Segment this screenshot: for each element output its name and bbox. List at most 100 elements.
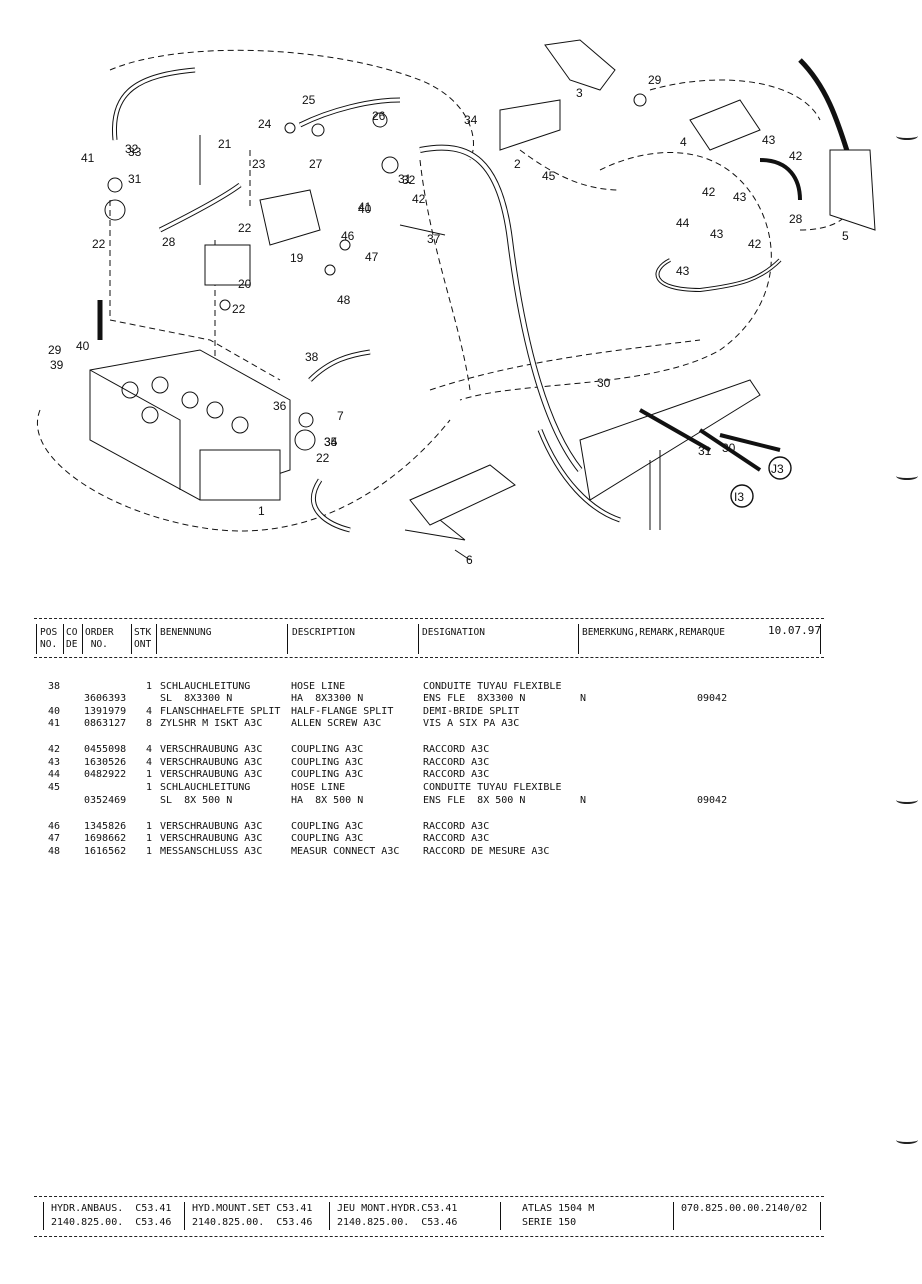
part-description: COUPLING A3C xyxy=(291,833,364,844)
part-description: COUPLING A3C xyxy=(291,744,364,755)
part-order-number: 0455098 xyxy=(84,744,127,755)
part-quantity: 4 xyxy=(146,706,153,717)
part-remark-flag: N xyxy=(580,795,587,806)
header-date: 10.07.97 xyxy=(768,624,821,637)
callout-39: 39 xyxy=(50,358,64,372)
part-designation: DEMI-BRIDE SPLIT xyxy=(423,706,520,717)
callout-46: 46 xyxy=(341,229,355,243)
part-benennung: SL 8X3300 N xyxy=(160,693,233,704)
part-order-number: 1345826 xyxy=(84,821,127,832)
header-top-rule xyxy=(34,618,824,619)
part-description: MEASUR CONNECT A3C xyxy=(291,846,400,857)
callout-31: 31 xyxy=(698,444,712,458)
footer-french-number: 2140.825.00. C53.46 xyxy=(337,1217,458,1228)
part-order-number: 0482922 xyxy=(84,769,127,780)
part-description: COUPLING A3C xyxy=(291,757,364,768)
callout-32: 32 xyxy=(402,173,416,187)
header-designation: DESIGNATION xyxy=(422,627,485,638)
part-quantity: 1 xyxy=(146,681,153,692)
header-divider xyxy=(418,624,419,654)
connector-label: I3 xyxy=(734,490,744,504)
part-description: HALF-FLANGE SPLIT xyxy=(291,706,394,717)
part-benennung: SCHLAUCHLEITUNG xyxy=(160,782,251,793)
callout-41: 41 xyxy=(358,200,372,214)
callout-43: 43 xyxy=(710,227,724,241)
callout-30: 30 xyxy=(722,441,736,455)
part-quantity: 1 xyxy=(146,782,153,793)
callout-19: 19 xyxy=(290,251,304,265)
part-designation: CONDUITE TUYAU FLEXIBLE xyxy=(423,681,562,692)
part-designation: ENS FLE 8X3300 N xyxy=(423,693,526,704)
header-benennung: BENENNUNG xyxy=(160,627,212,638)
part-benennung: ZYLSHR M ISKT A3C xyxy=(160,718,263,729)
part-designation: RACCORD A3C xyxy=(423,769,490,780)
part-remark-flag: N xyxy=(580,693,587,704)
callout-20: 20 xyxy=(238,277,252,291)
part-benennung: FLANSCHHAELFTE SPLIT xyxy=(160,706,281,717)
callout-38: 38 xyxy=(305,350,319,364)
callout-4: 4 xyxy=(680,135,687,149)
callout-22: 22 xyxy=(316,451,330,465)
header-divider xyxy=(156,624,157,654)
callout-22: 22 xyxy=(92,237,106,251)
footer-english-number: 2140.825.00. C53.46 xyxy=(192,1217,313,1228)
callout-40: 40 xyxy=(358,202,372,216)
callout-35: 35 xyxy=(324,435,338,449)
header-order: ORDER NO. xyxy=(85,627,114,650)
part-pos: 42 xyxy=(48,744,61,755)
callout-24: 24 xyxy=(258,117,272,131)
callout-3: 3 xyxy=(576,86,583,100)
part-quantity: 1 xyxy=(146,769,153,780)
callout-23: 23 xyxy=(252,157,266,171)
header-bottom-rule xyxy=(34,657,824,658)
part-designation: RACCORD A3C xyxy=(423,833,490,844)
callout-31: 31 xyxy=(398,172,412,186)
part-benennung: SCHLAUCHLEITUNG xyxy=(160,681,251,692)
callout-21: 21 xyxy=(218,137,232,151)
callout-27: 27 xyxy=(309,157,323,171)
callout-22: 22 xyxy=(232,302,246,316)
part-order-number: 1391979 xyxy=(84,706,127,717)
exploded-parts-diagram: 1234567192021222324252627282930313233343… xyxy=(37,39,876,567)
part-quantity: 1 xyxy=(146,833,153,844)
footer-divider xyxy=(673,1202,674,1230)
part-benennung: VERSCHRAUBUNG A3C xyxy=(160,821,263,832)
callout-25: 25 xyxy=(302,93,316,107)
part-description: COUPLING A3C xyxy=(291,769,364,780)
part-pos: 40 xyxy=(48,706,61,717)
header-divider xyxy=(287,624,288,654)
part-designation: RACCORD A3C xyxy=(423,757,490,768)
callout-32: 32 xyxy=(125,142,139,156)
callout-31: 31 xyxy=(128,172,142,186)
footer-divider xyxy=(184,1202,185,1230)
callout-6: 6 xyxy=(466,553,473,567)
callout-5: 5 xyxy=(842,229,849,243)
callout-41: 41 xyxy=(81,151,95,165)
part-remark-code: 09042 xyxy=(697,795,728,806)
part-benennung: MESSANSCHLUSS A3C xyxy=(160,846,263,857)
callout-7: 7 xyxy=(337,409,344,423)
part-order-number: 1616562 xyxy=(84,846,127,857)
part-quantity: 8 xyxy=(146,718,153,729)
part-benennung: VERSCHRAUBUNG A3C xyxy=(160,769,263,780)
footer-model: ATLAS 1504 M xyxy=(522,1203,595,1214)
header-remark: BEMERKUNG,REMARK,REMARQUE xyxy=(582,627,725,638)
part-pos: 46 xyxy=(48,821,61,832)
callout-26: 26 xyxy=(372,109,386,123)
binding-mark xyxy=(896,472,918,480)
part-designation: VIS A SIX PA A3C xyxy=(423,718,520,729)
binding-mark xyxy=(896,1136,918,1144)
part-designation: RACCORD A3C xyxy=(423,821,490,832)
callout-36: 36 xyxy=(273,399,287,413)
part-quantity: 4 xyxy=(146,744,153,755)
callout-42: 42 xyxy=(702,185,716,199)
part-description: HOSE LINE xyxy=(291,681,346,692)
callout-42: 42 xyxy=(412,192,426,206)
callout-43: 43 xyxy=(676,264,690,278)
header-description: DESCRIPTION xyxy=(292,627,355,638)
footer-english-title: HYD.MOUNT.SET C53.41 xyxy=(192,1203,313,1214)
part-quantity: 1 xyxy=(146,821,153,832)
